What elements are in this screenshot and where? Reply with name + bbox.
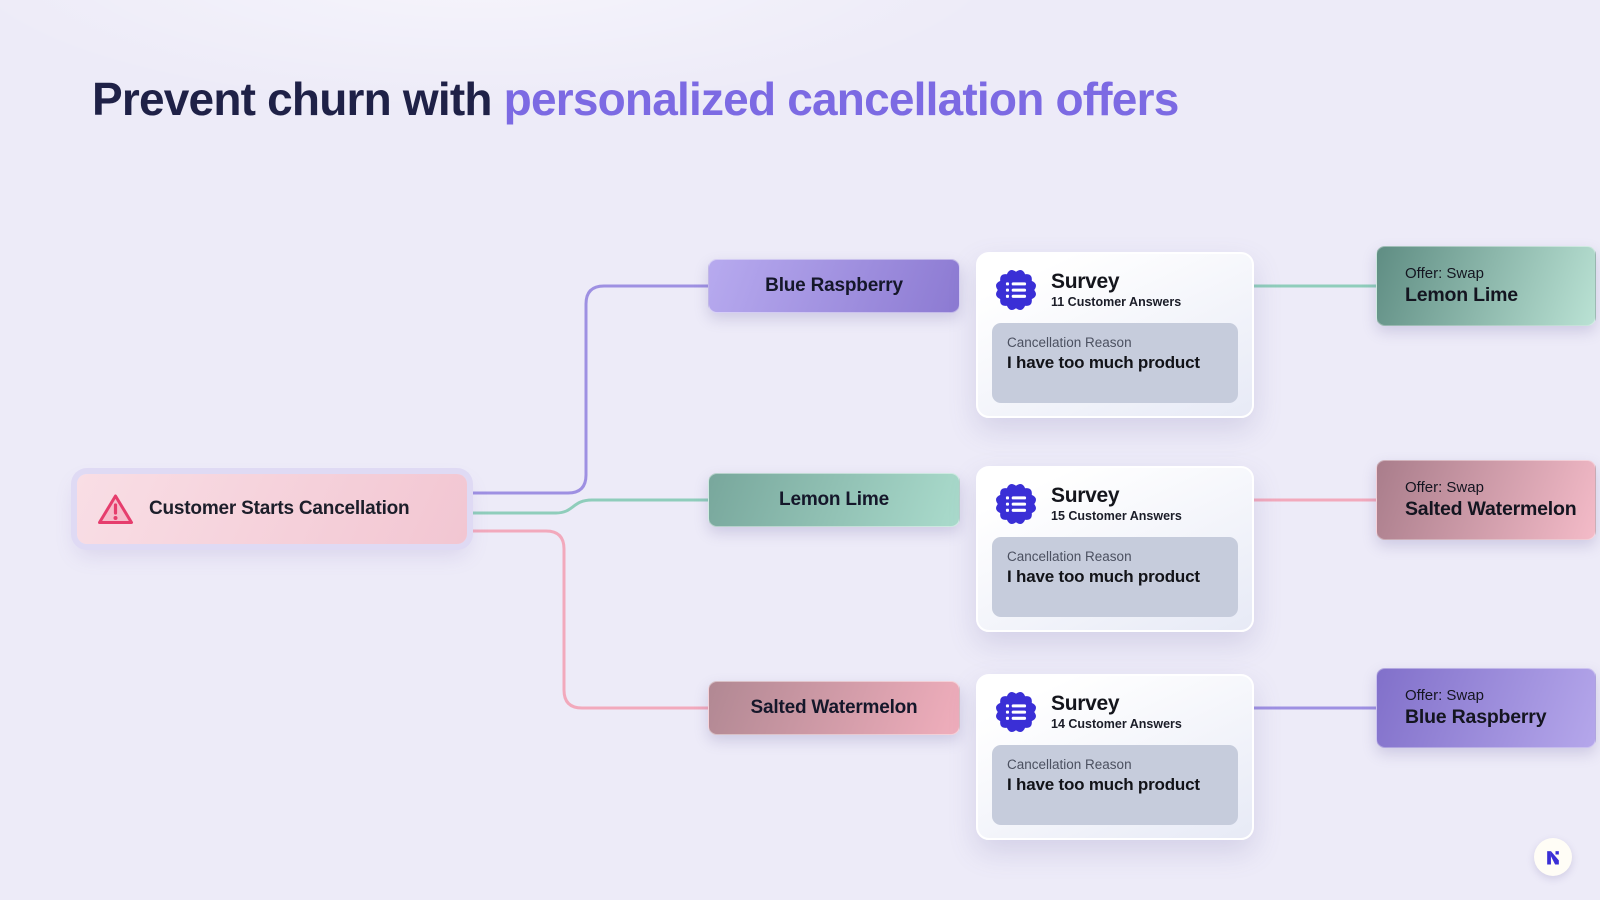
cancellation-reason-panel: Cancellation Reason I have too much prod… bbox=[992, 745, 1238, 825]
flavor-node-label: Blue Raspberry bbox=[765, 275, 903, 296]
connector-start-to-blue-raspberry bbox=[465, 284, 710, 495]
survey-badge-icon bbox=[993, 481, 1039, 527]
start-node: Customer Starts Cancellation bbox=[77, 474, 467, 544]
offer-kicker: Offer: Swap bbox=[1405, 265, 1484, 282]
survey-card-salted-watermelon: Survey 14 Customer Answers Cancellation … bbox=[976, 674, 1254, 840]
reason-label: Cancellation Reason bbox=[1007, 757, 1132, 772]
survey-card-lemon-lime: Survey 15 Customer Answers Cancellation … bbox=[976, 466, 1254, 632]
survey-answer-count: 15 Customer Answers bbox=[1051, 509, 1182, 524]
brand-mark-icon bbox=[1543, 847, 1563, 867]
start-node-label: Customer Starts Cancellation bbox=[149, 498, 410, 519]
survey-badge-icon bbox=[993, 267, 1039, 313]
flavor-node-blue-raspberry: Blue Raspberry bbox=[708, 259, 960, 313]
page-title-highlight: personalized cancellation offers bbox=[503, 73, 1180, 125]
survey-badge-icon bbox=[993, 689, 1039, 735]
cancellation-reason-panel: Cancellation Reason I have too much prod… bbox=[992, 537, 1238, 617]
flavor-node-lemon-lime: Lemon Lime bbox=[708, 473, 960, 527]
reason-label: Cancellation Reason bbox=[1007, 335, 1132, 350]
survey-title: Survey bbox=[1051, 691, 1120, 715]
flavor-node-salted-watermelon: Salted Watermelon bbox=[708, 681, 960, 735]
connector-start-to-salted-watermelon bbox=[465, 529, 710, 710]
offer-kicker: Offer: Swap bbox=[1405, 687, 1484, 704]
flavor-node-label: Salted Watermelon bbox=[750, 697, 918, 718]
warning-triangle-icon bbox=[97, 493, 134, 526]
page-title-prefix: Prevent churn with bbox=[92, 73, 504, 125]
reason-value: I have too much product bbox=[1007, 567, 1200, 586]
offer-node-salted-watermelon: Offer: Swap Salted Watermelon bbox=[1376, 460, 1596, 540]
survey-header: Survey 14 Customer Answers bbox=[978, 676, 1252, 744]
brand-logo bbox=[1534, 838, 1572, 876]
reason-value: I have too much product bbox=[1007, 775, 1200, 794]
offer-kicker: Offer: Swap bbox=[1405, 479, 1484, 496]
connector-start-to-lemon-lime bbox=[465, 498, 710, 515]
page-title: Prevent churn with personalized cancella… bbox=[92, 72, 1180, 126]
survey-title: Survey bbox=[1051, 483, 1120, 507]
flavor-node-label: Lemon Lime bbox=[779, 489, 889, 510]
survey-card-blue-raspberry: Survey 11 Customer Answers Cancellation … bbox=[976, 252, 1254, 418]
survey-header-text: Survey 14 Customer Answers bbox=[1051, 691, 1182, 732]
reason-value: I have too much product bbox=[1007, 353, 1200, 372]
cancellation-reason-panel: Cancellation Reason I have too much prod… bbox=[992, 323, 1238, 403]
survey-header-text: Survey 11 Customer Answers bbox=[1051, 269, 1182, 310]
survey-header-text: Survey 15 Customer Answers bbox=[1051, 483, 1182, 524]
offer-node-lemon-lime: Offer: Swap Lemon Lime bbox=[1376, 246, 1596, 326]
survey-answer-count: 11 Customer Answers bbox=[1051, 295, 1182, 310]
offer-node-blue-raspberry: Offer: Swap Blue Raspberry bbox=[1376, 668, 1596, 748]
survey-answer-count: 14 Customer Answers bbox=[1051, 717, 1182, 732]
offer-flavor: Lemon Lime bbox=[1405, 284, 1518, 306]
survey-title: Survey bbox=[1051, 269, 1120, 293]
offer-flavor: Blue Raspberry bbox=[1405, 706, 1547, 728]
survey-header: Survey 15 Customer Answers bbox=[978, 468, 1252, 536]
reason-label: Cancellation Reason bbox=[1007, 549, 1132, 564]
offer-flavor: Salted Watermelon bbox=[1405, 498, 1577, 520]
survey-header: Survey 11 Customer Answers bbox=[978, 254, 1252, 322]
